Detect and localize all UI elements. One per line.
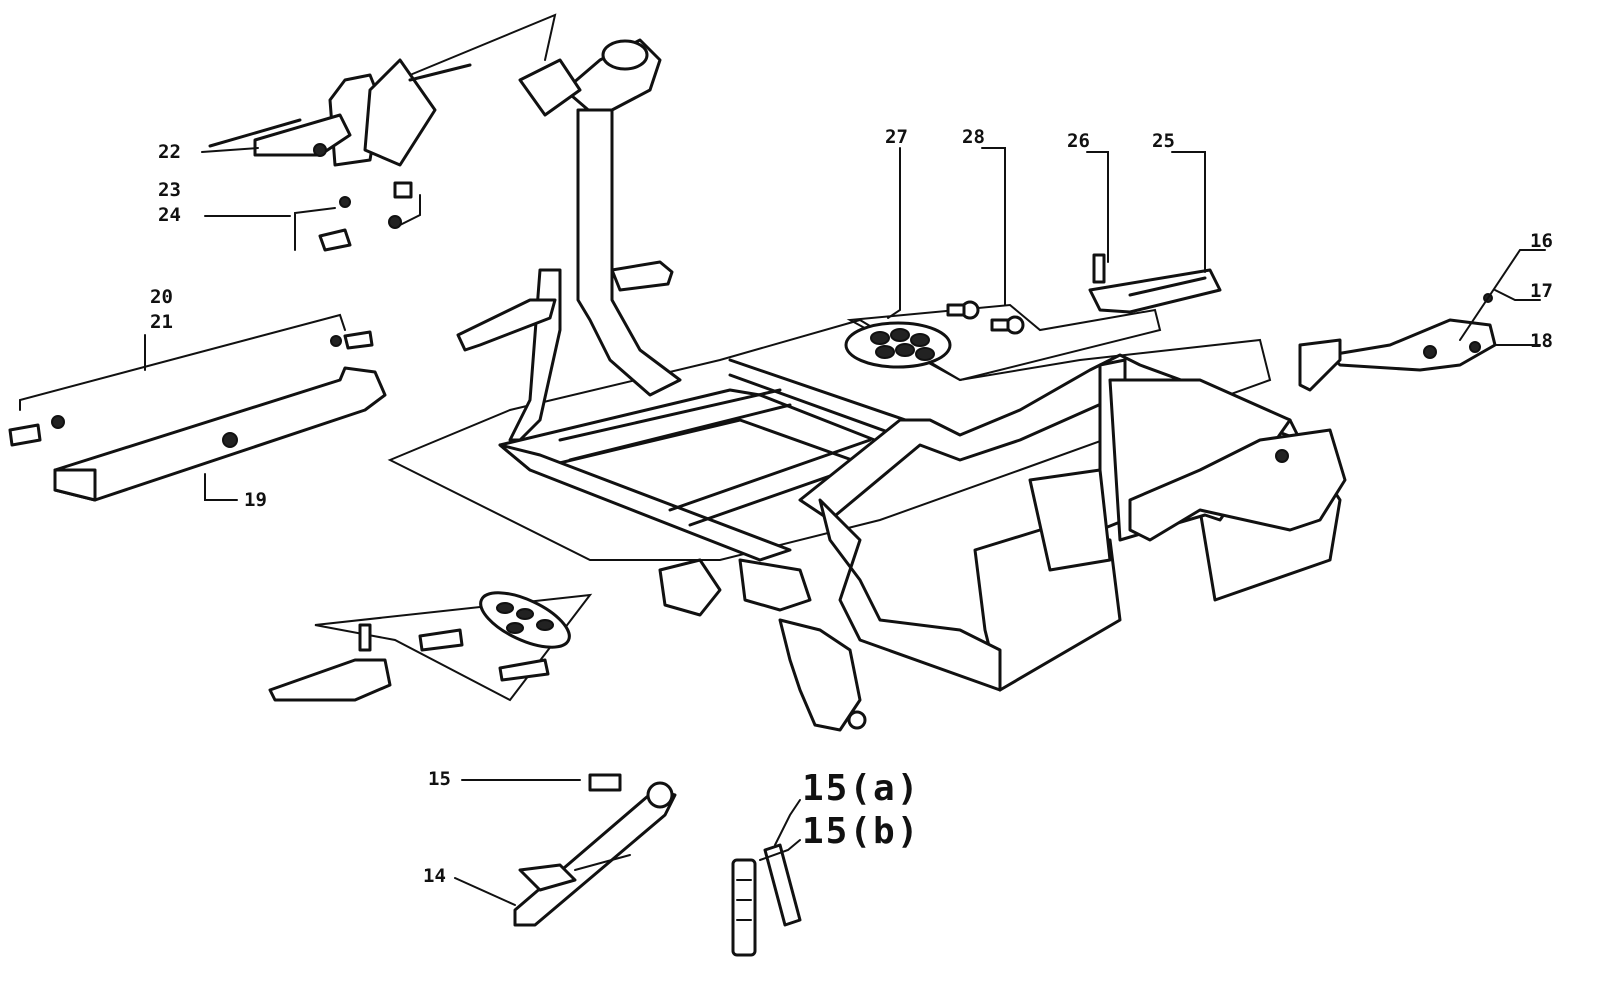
lower-left-footrest bbox=[268, 591, 593, 702]
label-16: 16 bbox=[1530, 230, 1553, 252]
main-frame bbox=[387, 38, 1347, 732]
part-27-footrest-pad bbox=[844, 303, 1162, 382]
part-labels: 22 23 24 20 21 19 27 28 26 25 16 17 18 1… bbox=[150, 126, 1553, 887]
label-15: 15 bbox=[428, 768, 451, 790]
label-20: 20 bbox=[150, 286, 173, 308]
part-15a-spring bbox=[731, 858, 757, 957]
leader-lines bbox=[144, 147, 1541, 906]
label-28: 28 bbox=[962, 126, 985, 148]
part-22-bracket bbox=[208, 13, 557, 252]
part-16-footrest-bracket bbox=[1298, 249, 1546, 392]
label-22: 22 bbox=[158, 141, 181, 163]
label-14: 14 bbox=[423, 865, 446, 887]
label-27: 27 bbox=[885, 126, 908, 148]
part-14-side-stand bbox=[513, 773, 677, 927]
label-15b: 15(b) bbox=[802, 811, 920, 852]
part-19-rail bbox=[8, 313, 387, 502]
part-25-peg bbox=[1088, 268, 1222, 314]
label-24: 24 bbox=[158, 204, 181, 226]
label-19: 19 bbox=[244, 489, 267, 511]
label-15a: 15(a) bbox=[802, 768, 920, 809]
label-25: 25 bbox=[1152, 130, 1175, 152]
label-21: 21 bbox=[150, 311, 173, 333]
part-26-pin bbox=[1092, 253, 1106, 284]
label-17: 17 bbox=[1530, 280, 1553, 302]
part-15b-spring bbox=[763, 843, 802, 927]
label-18: 18 bbox=[1530, 330, 1553, 352]
label-26: 26 bbox=[1067, 130, 1090, 152]
label-23: 23 bbox=[158, 179, 181, 201]
part-28-bolts bbox=[946, 300, 1025, 335]
